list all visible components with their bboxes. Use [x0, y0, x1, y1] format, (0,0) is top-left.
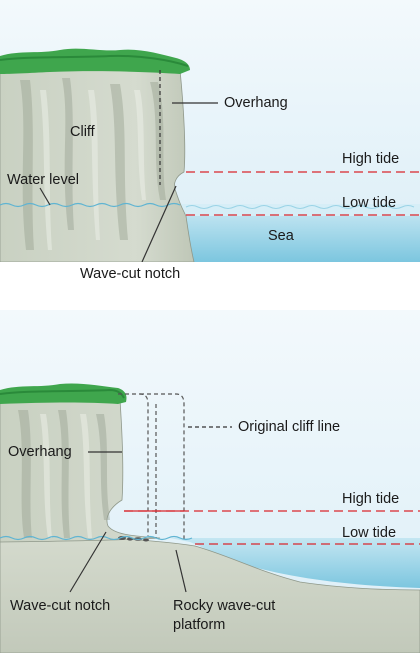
label-high-tide-bottom: High tide	[342, 491, 400, 507]
cliff-texture	[18, 410, 110, 538]
label-cliff: Cliff	[70, 124, 95, 140]
label-wave-cut-notch-top: Wave-cut notch	[80, 266, 181, 282]
label-wave-cut-notch-bottom: Wave-cut notch	[10, 598, 111, 614]
water-level-leader	[39, 187, 51, 206]
cliff-body	[0, 399, 161, 543]
water-level-line	[0, 202, 181, 208]
label-water-level: Water level	[7, 172, 79, 188]
label-high-tide-top: High tide	[342, 151, 400, 167]
label-sea: Sea	[268, 228, 294, 244]
label-platform-line1: Rocky wave-cut	[173, 598, 276, 614]
label-low-tide-top: Low tide	[342, 195, 397, 211]
label-low-tide-bottom: Low tide	[342, 525, 397, 541]
label-original-cliff-line: Original cliff line	[238, 419, 341, 435]
bottom-panel-illustration	[0, 310, 420, 653]
top-panel-illustration	[0, 0, 420, 262]
cliff-texture	[20, 78, 166, 250]
cliff-highlights	[40, 414, 92, 538]
label-overhang-bottom: Overhang	[8, 444, 72, 460]
bottom-panel-after-erosion: Original cliff line Overhang High tide L…	[0, 310, 420, 653]
water-level-line	[0, 535, 193, 541]
label-overhang-top: Overhang	[224, 95, 288, 111]
grass-top	[0, 48, 190, 74]
label-platform-line2: platform	[173, 617, 226, 633]
grass-top	[0, 383, 127, 404]
top-panel-before-erosion: Overhang Cliff High tide Water level Low…	[0, 0, 420, 262]
original-cliff-line-2	[140, 393, 185, 540]
wave-cut-platform	[0, 537, 420, 653]
platform-leader	[175, 549, 187, 593]
wave-cut-notch-leader	[141, 185, 177, 262]
sea	[170, 214, 420, 262]
sea	[170, 538, 420, 588]
wave-cut-notch-leader	[69, 531, 107, 593]
sea-surface-band	[170, 204, 420, 216]
cliff-highlights	[40, 90, 146, 250]
